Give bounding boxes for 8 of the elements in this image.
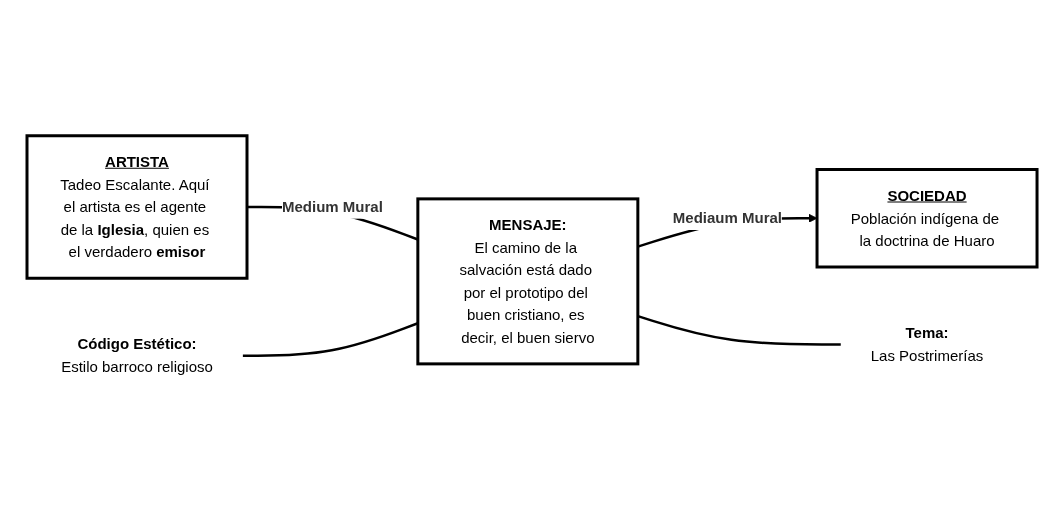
node-text: Tema: Las Postrimerías [870, 324, 984, 364]
edge-label: Medium Mural [281, 197, 383, 215]
node-box: MENSAJE: El camino de la salvación está dado por el prototipo del buen cristiano, es decir, el buen siervo [416, 197, 640, 366]
edge-label: Mediaum Mural [672, 209, 783, 226]
node-box: SOCIEDAD Población indígena de la doctrina de Huaro [815, 168, 1039, 269]
node-text: Código Estético: Estilo barroco religioso [61, 335, 213, 375]
node-box: ARTISTA Tadeo Escalante. Aquí el artista es el agente de la Iglesia, quien es el verdadero emisor [25, 134, 249, 280]
connector [637, 314, 841, 346]
